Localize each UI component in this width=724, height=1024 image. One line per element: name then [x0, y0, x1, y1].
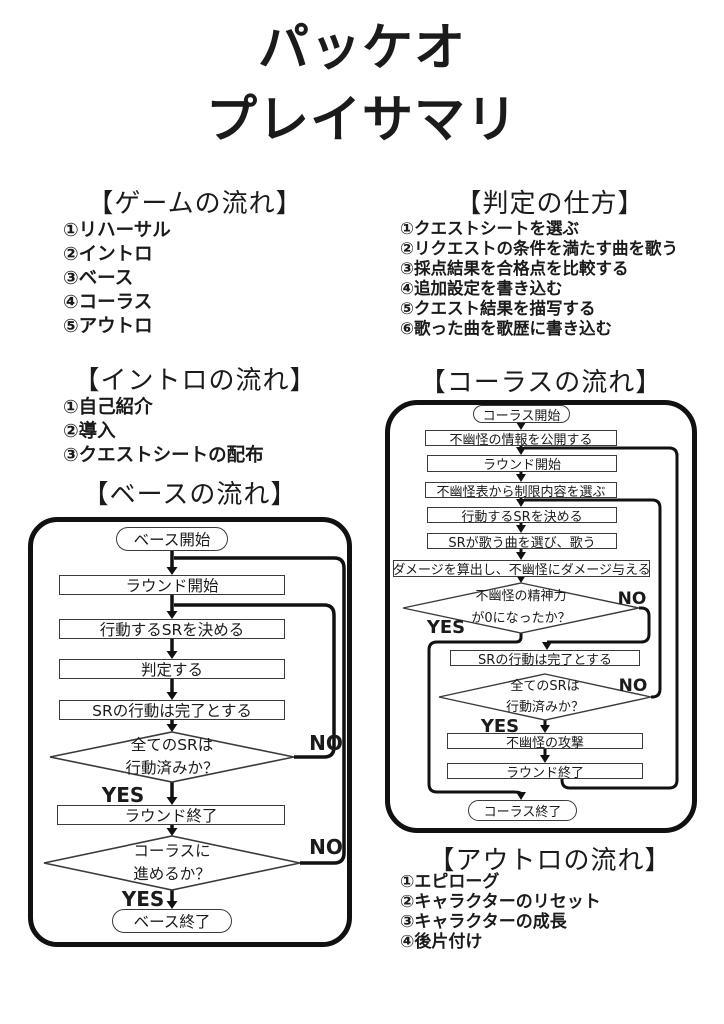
list-item: ④コーラス	[63, 292, 153, 313]
bass-no1-label: NO	[309, 731, 343, 755]
chorus-attack-node: 不幽怪の攻撃	[447, 733, 643, 751]
intro-list: ①自己紹介 ②導入 ③クエストシートの配布	[63, 396, 264, 468]
chorus-heading: 【コーラスの流れ】	[419, 368, 663, 398]
list-item: ④後片付け	[400, 932, 483, 952]
list-item: ⑥歌った曲を歌歴に書き込む	[400, 319, 612, 338]
bass-end-node: ベース終了	[112, 909, 232, 933]
chorus-choose-sr-node: 行動するSRを決める	[427, 507, 617, 525]
list-item: ③採点結果を合格点を比較する	[400, 259, 629, 278]
judge-heading: 【判定の仕方】	[455, 189, 645, 219]
bass-decision-all-sr	[49, 731, 295, 783]
list-item: ②リクエストの条件を満たす曲を歌う	[400, 239, 678, 258]
list-item: ②キャラクターのリセット	[400, 892, 601, 912]
list-item: ⑤クエスト結果を描写する	[400, 299, 596, 318]
list-item: ①エピローグ	[400, 872, 500, 892]
bass-flowchart: ベース開始 ラウンド開始 行動するSRを決める 判定する SRの行動は完了とする…	[28, 517, 352, 947]
judge-list: ①クエストシートを選ぶ ②リクエストの条件を満たす曲を歌う ③採点結果を合格点を…	[400, 219, 678, 339]
list-item: ③ベース	[63, 268, 134, 289]
chorus-no1-label: NO	[617, 589, 647, 609]
bass-heading: 【ベースの流れ】	[82, 480, 298, 510]
list-item: ②導入	[63, 421, 116, 442]
game-flow-list: ①リハーサル ②イントロ ③ベース ④コーラス ⑤アウトロ	[63, 219, 171, 339]
chorus-decision-spirit	[402, 582, 640, 634]
bass-all-sr-question: 全てのSRは 行動済みか？	[125, 736, 219, 777]
bass-judge-node: 判定する	[59, 659, 285, 679]
chorus-no2-label: NO	[618, 676, 648, 696]
list-item: ①クエストシートを選ぶ	[400, 219, 579, 238]
page-title-line2: プレイサマリ	[205, 91, 518, 150]
intro-heading: 【イントロの流れ】	[73, 366, 317, 396]
bass-sr-done-node: SRの行動は完了とする	[59, 700, 285, 720]
bass-yes2-label: YES	[121, 887, 165, 911]
chorus-reveal-node: 不幽怪の情報を公開する	[425, 430, 617, 448]
list-item: ①リハーサル	[63, 220, 171, 241]
chorus-end-node: コーラス終了	[468, 800, 577, 821]
bass-yes1-label: YES	[101, 783, 145, 807]
chorus-limit-node: 不幽怪表から制限内容を選ぶ	[425, 482, 617, 500]
chorus-flowchart-lines	[385, 400, 697, 833]
list-item: ②イントロ	[63, 244, 153, 265]
bass-go-chorus-question: コーラスに 進めるか？	[133, 842, 211, 883]
outro-heading: 【アウトロの流れ】	[428, 846, 672, 876]
bass-flowchart-lines	[28, 517, 352, 947]
bass-choose-sr-node: 行動するSRを決める	[59, 619, 285, 639]
chorus-all-sr-question: 全てのSRは 行動済みか？	[505, 679, 584, 715]
page-title-line1: パッケオ	[257, 19, 466, 78]
bass-start-node: ベース開始	[116, 527, 228, 551]
list-item: ③キャラクターの成長	[400, 912, 567, 932]
bass-round-end-node: ラウンド終了	[57, 805, 285, 825]
bass-decision-go-chorus	[43, 835, 301, 891]
chorus-yes2-label: YES	[480, 716, 520, 737]
chorus-sr-done-node: SRの行動は完了とする	[450, 650, 640, 668]
bass-round-start-node: ラウンド開始	[59, 575, 285, 595]
chorus-flowchart: コーラス開始 不幽怪の情報を公開する ラウンド開始 不幽怪表から制限内容を選ぶ …	[385, 400, 697, 833]
chorus-start-node: コーラス開始	[473, 405, 570, 424]
list-item: ①自己紹介	[63, 397, 153, 418]
list-item: ⑤アウトロ	[63, 316, 153, 337]
chorus-sing-node: SRが歌う曲を選び、歌う	[427, 533, 617, 551]
chorus-round-start-node: ラウンド開始	[427, 455, 617, 473]
chorus-yes1-label: YES	[426, 617, 466, 638]
chorus-decision-all-sr	[438, 673, 652, 721]
chorus-round-end-node: ラウンド終了	[447, 763, 643, 781]
outro-list: ①エピローグ ②キャラクターのリセット ③キャラクターの成長 ④後片付け	[400, 872, 601, 952]
bass-no2-label: NO	[309, 835, 343, 859]
chorus-damage-node: ダメージを算出し、不幽怪にダメージ与える	[392, 560, 651, 578]
list-item: ③クエストシートの配布	[63, 445, 264, 466]
list-item: ④追加設定を書き込む	[400, 279, 563, 298]
game-flow-heading: 【ゲームの流れ】	[87, 189, 303, 219]
chorus-spirit-question: 不幽怪の精神力 が0になったか？	[471, 589, 571, 626]
